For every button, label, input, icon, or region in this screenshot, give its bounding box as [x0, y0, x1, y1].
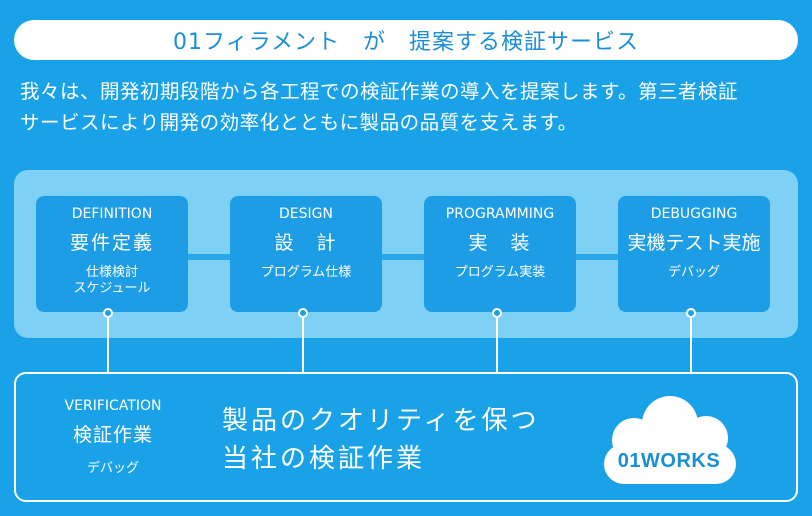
brand-logo-text: 01WORKS — [617, 450, 721, 472]
intro-text: 我々は、開発初期段階から各工程での検証作業の導入を提案します。第三者検証 サービ… — [20, 76, 800, 138]
connector-3-4 — [576, 254, 618, 260]
stage-sub-label: プログラム実装 — [454, 265, 546, 280]
stage-en-label: PROGRAMMING — [445, 206, 555, 222]
page-title-text: 01フィラメント が 提案する検証サービス — [173, 30, 639, 55]
stage-sub-label-2: スケジュール — [73, 281, 151, 296]
connector-node-1 — [103, 308, 113, 318]
vertical-connector-4 — [690, 318, 692, 374]
connector-1-2 — [188, 254, 230, 260]
stage-design: DESIGN 設 計 プログラム仕様 — [230, 196, 382, 312]
connector-node-2 — [298, 308, 308, 318]
stage-en-label: DEBUGGING — [650, 206, 738, 222]
stage-sub-label: デバッグ — [667, 265, 720, 280]
connector-2-3 — [382, 254, 424, 260]
stage-ja-label: 要件定義 — [69, 232, 154, 254]
connector-node-3 — [492, 308, 502, 318]
verification-label: VERIFICATION 検証作業 デバッグ — [48, 398, 178, 476]
intro-line-2: サービスにより開発の効率化とともに製品の品質を支えます。 — [20, 111, 578, 134]
verification-en-label: VERIFICATION — [64, 398, 162, 414]
stage-programming: PROGRAMMING 実 装 プログラム実装 — [424, 196, 576, 312]
stage-debugging: DEBUGGING 実機テスト実施 デバッグ — [618, 196, 770, 312]
connector-node-4 — [686, 308, 696, 318]
tagline: 製品のクオリティを保つ 当社の検証作業 — [222, 402, 539, 478]
intro-line-1: 我々は、開発初期段階から各工程での検証作業の導入を提案します。第三者検証 — [20, 80, 739, 103]
tagline-line-1: 製品のクオリティを保つ — [222, 406, 540, 436]
stage-ja-label: 設 計 — [274, 232, 338, 254]
stage-sub-label: 仕様検討 — [85, 265, 138, 280]
vertical-connector-1 — [107, 318, 109, 374]
cloud-logo-icon — [604, 396, 736, 484]
stage-sub-label: プログラム仕様 — [260, 265, 352, 280]
vertical-connector-2 — [302, 318, 304, 374]
stage-ja-label: 実機テスト実施 — [627, 232, 761, 254]
vertical-connector-3 — [496, 318, 498, 374]
verification-ja-label: 検証作業 — [72, 424, 153, 446]
stage-en-label: DEFINITION — [71, 206, 153, 222]
verification-panel — [14, 372, 798, 502]
stage-ja-label: 実 装 — [468, 232, 532, 254]
stage-definition: DEFINITION 要件定義 仕様検討 スケジュール — [36, 196, 188, 312]
page-title: 01フィラメント が 提案する検証サービス — [14, 20, 798, 60]
verification-sub-label: デバッグ — [86, 461, 139, 476]
tagline-line-2: 当社の検証作業 — [222, 444, 426, 474]
stage-en-label: DESIGN — [279, 206, 333, 222]
